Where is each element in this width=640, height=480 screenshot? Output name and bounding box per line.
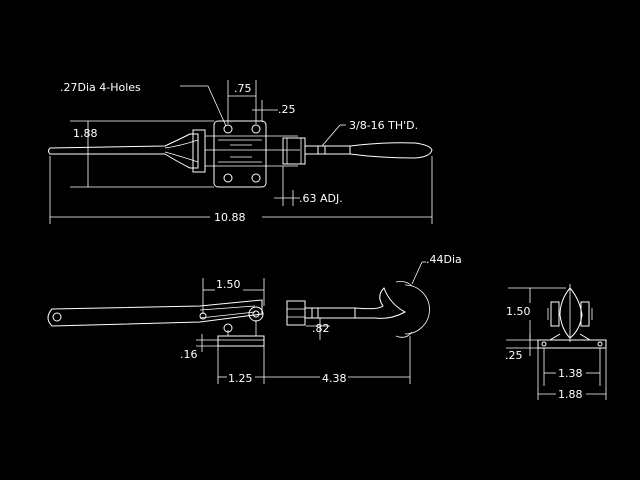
- end-hook: [559, 287, 583, 339]
- side-handle-hole: [52, 312, 62, 322]
- hole-note-label: .27Dia 4-Holes: [60, 81, 141, 94]
- dim-016-label: .16: [180, 348, 198, 361]
- side-base: [217, 335, 265, 347]
- side-nut: [286, 300, 306, 326]
- end-width-label: 1.88: [558, 388, 583, 401]
- dim-082-label: .82: [312, 322, 330, 335]
- end-base-thk-label: .25: [505, 349, 523, 362]
- dim-025-label: .25: [278, 103, 296, 116]
- hook-dia-label: .44Dia: [426, 253, 462, 266]
- top-base-plate: [213, 120, 267, 188]
- dim-150-side-label: 1.50: [216, 278, 241, 291]
- side-handle: [47, 299, 263, 327]
- side-view: .44Dia 1.50 .82 .16 1.25 4.38: [47, 253, 462, 385]
- side-hook: [354, 287, 407, 319]
- hole-top-left: [223, 124, 233, 134]
- end-base: [537, 339, 607, 349]
- top-hook: [349, 142, 433, 159]
- hole-top-right: [251, 124, 261, 134]
- hole-bottom-left: [223, 173, 233, 183]
- top-view: .27Dia 4-Holes .75 .25 1.88 3/8-16 TH'D.…: [48, 80, 433, 224]
- end-hole-spacing-label: 1.38: [558, 367, 583, 380]
- top-handle: [48, 133, 199, 169]
- dim-438-label: 4.38: [322, 372, 347, 385]
- end-height-label: 1.50: [506, 305, 531, 318]
- top-nut: [282, 137, 306, 165]
- dim-125-label: 1.25: [228, 372, 253, 385]
- thread-note-label: 3/8-16 TH'D.: [349, 119, 418, 132]
- hole-bottom-right: [251, 173, 261, 183]
- adj-note-label: .63 ADJ.: [299, 192, 343, 205]
- dim-075-label: .75: [234, 82, 252, 95]
- end-view: 1.50 .25 1.38 1.88: [505, 284, 607, 401]
- dim-188-label: 1.88: [73, 127, 98, 140]
- top-lever-block: [192, 129, 206, 173]
- overall-length-label: 10.88: [214, 211, 246, 224]
